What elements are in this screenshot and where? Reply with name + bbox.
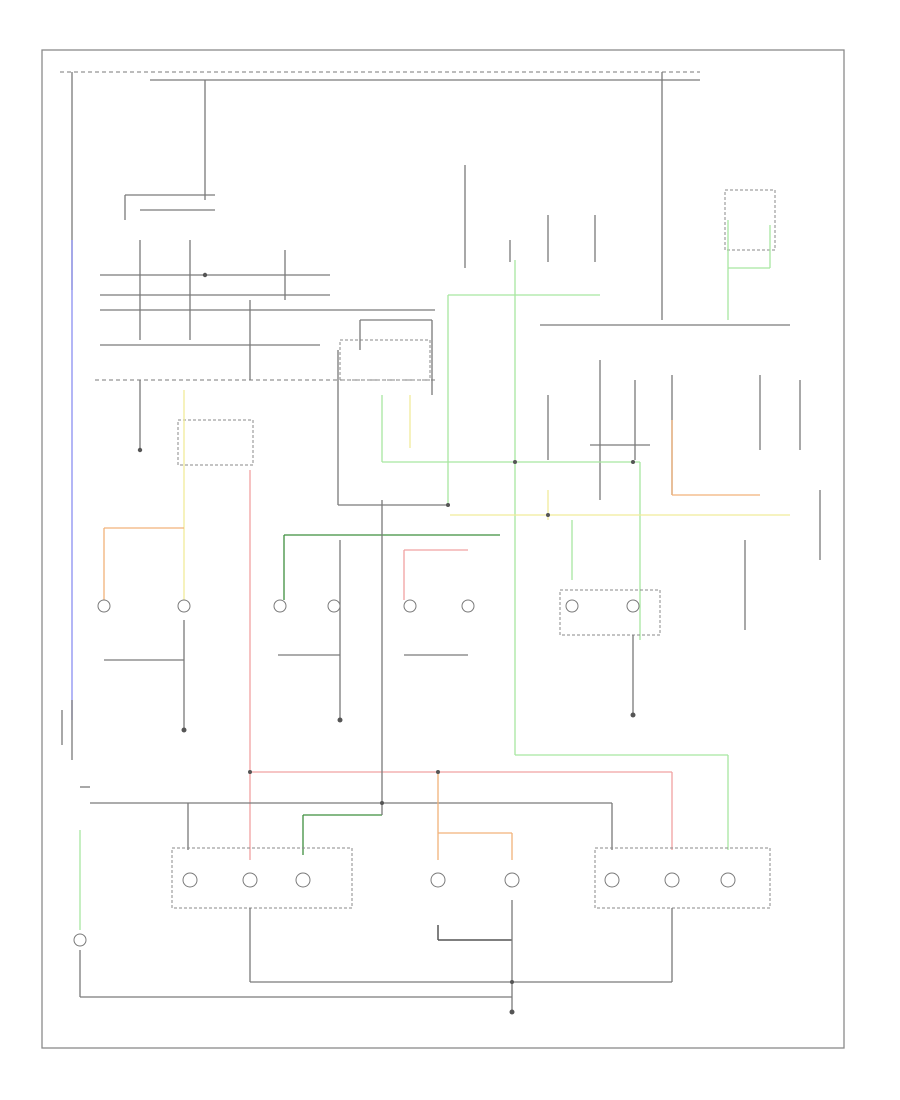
lamp-icon (182, 872, 198, 888)
lamp-cluster-middle (97, 490, 821, 730)
lamp-icon (327, 599, 341, 613)
combination-switch-center (337, 319, 450, 506)
switch-block-top-left (95, 194, 435, 450)
diagram-frame (41, 49, 845, 1049)
lamp-icon (664, 872, 680, 888)
lamp-icon (177, 599, 191, 613)
ground-node (509, 1009, 515, 1015)
top-power-bus (60, 71, 700, 320)
lamp-icon (242, 872, 258, 888)
lamp-icon (273, 599, 287, 613)
lamp-icon (504, 872, 520, 888)
lamp-icon (604, 872, 620, 888)
ground-node (337, 717, 343, 723)
lamp-icon (430, 872, 446, 888)
lamp-icon (295, 872, 311, 888)
bottom-lamp-groups (80, 847, 771, 1015)
lamp-icon (73, 933, 87, 947)
lamp-icon (461, 599, 475, 613)
green-wires (381, 260, 729, 850)
lamp-icon (626, 599, 640, 613)
lamp-icon (97, 599, 111, 613)
lamp-icon (565, 599, 579, 613)
ground-node (630, 712, 636, 718)
junction-dots (137, 272, 635, 984)
lower-bus (80, 500, 673, 860)
left-lower-components (61, 700, 87, 997)
lamp-icon (403, 599, 417, 613)
center-right-switches (547, 360, 801, 520)
right-upper-relay (540, 189, 790, 326)
dimmer-unit-left (177, 390, 254, 860)
dark-green-wires (283, 534, 500, 855)
lamp-icon (720, 872, 736, 888)
